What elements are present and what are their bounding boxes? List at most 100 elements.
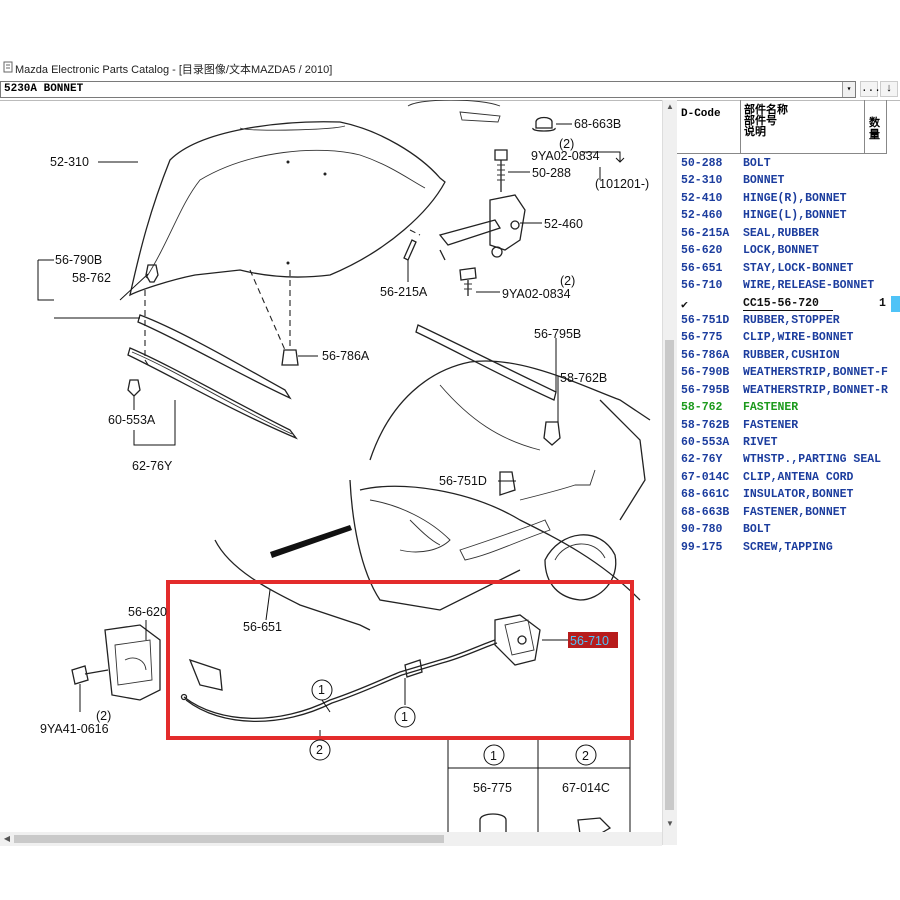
fastener-58-762B xyxy=(543,421,561,446)
label-58-762[interactable]: 58-762 xyxy=(72,271,111,285)
row-part-name: RIVET xyxy=(743,436,778,449)
row-dcode: 90-780 xyxy=(681,523,723,537)
title-bar: Mazda Electronic Parts Catalog - [目录图像/文… xyxy=(0,58,900,78)
column-header-qty[interactable]: 数量 xyxy=(865,100,887,154)
legend-67-014C[interactable]: 67-014C xyxy=(562,781,610,795)
row-dcode: 68-661C xyxy=(681,488,730,502)
row-qty-selection[interactable] xyxy=(891,295,900,312)
scroll-thumb[interactable] xyxy=(665,340,674,810)
label-56-790B[interactable]: 56-790B xyxy=(55,253,102,267)
label-62-76Y[interactable]: 62-76Y xyxy=(132,459,173,473)
window-title: Mazda Electronic Parts Catalog - [目录图像/文… xyxy=(15,64,333,76)
label-9YA02-0834-b[interactable]: 9YA02-0834 xyxy=(502,287,571,301)
table-row[interactable]: 56-795B WEATHERSTRIP,BONNET-R xyxy=(677,383,900,400)
diagram-vertical-scrollbar[interactable]: ▲ ▼ xyxy=(662,100,677,845)
toolbar: 5230A BONNET ▾ ... ↓ xyxy=(0,80,900,101)
browse-button[interactable]: ... xyxy=(860,81,881,97)
column-header-dcode[interactable]: D-Code xyxy=(677,100,741,154)
table-row[interactable]: 56-215A SEAL,RUBBER xyxy=(677,226,900,243)
row-part-name: BONNET xyxy=(743,174,785,188)
label-101201: (101201-) xyxy=(595,177,649,191)
label-56-795B[interactable]: 56-795B xyxy=(534,327,581,341)
label-9YA41-0616[interactable]: 9YA41-0616 xyxy=(40,722,109,736)
label-56-710-selected[interactable]: 56-710 xyxy=(570,634,609,648)
label-50-288[interactable]: 50-288 xyxy=(532,166,571,180)
row-part-name: WEATHERSTRIP,BONNET-R xyxy=(743,383,888,397)
selected-label-bg xyxy=(568,632,618,648)
row-part-name: LOCK,BONNET xyxy=(743,244,819,258)
bonnet-drawing xyxy=(129,121,446,297)
row-part-name: FASTENER xyxy=(743,401,799,415)
label-58-762B[interactable]: 58-762B xyxy=(560,371,607,385)
download-button[interactable]: ↓ xyxy=(880,81,898,97)
label-56-786A[interactable]: 56-786A xyxy=(322,349,370,363)
row-dcode: 62-76Y xyxy=(681,453,723,467)
label-52-310[interactable]: 52-310 xyxy=(50,155,89,169)
rubber-cushion xyxy=(281,349,299,366)
row-dcode: 56-795B xyxy=(681,383,730,397)
parts-diagram[interactable]: .ln{fill:none;stroke:#222;stroke-width:1… xyxy=(0,99,662,845)
row-qty: 1 xyxy=(879,296,886,310)
label-52-460[interactable]: 52-460 xyxy=(544,217,583,231)
row-dcode: 52-310 xyxy=(681,174,723,188)
seal-rubber xyxy=(403,239,417,261)
label-60-553A[interactable]: 60-553A xyxy=(108,413,156,427)
row-dcode: 99-175 xyxy=(681,540,723,554)
scroll-thumb-horizontal[interactable] xyxy=(14,835,444,843)
section-select-value: 5230A BONNET xyxy=(4,83,84,95)
row-part-name: WEATHERSTRIP,BONNET-F xyxy=(743,366,888,380)
header-line: 部件名称 xyxy=(744,105,788,117)
row-dcode: 52-410 xyxy=(681,191,723,205)
label-56-620[interactable]: 56-620 xyxy=(128,605,167,619)
callout-circle-1a xyxy=(311,679,333,701)
leader-clip-1a xyxy=(321,699,331,713)
label-56-215A[interactable]: 56-215A xyxy=(380,285,428,299)
label-9YA02-0834-a[interactable]: 9YA02-0834 xyxy=(531,149,600,163)
label-68-663B[interactable]: 68-663B xyxy=(574,117,621,131)
label-56-651[interactable]: 56-651 xyxy=(243,620,282,634)
chevron-down-icon[interactable]: ▾ xyxy=(842,82,855,97)
row-part-name: CLIP,ANTENA CORD xyxy=(743,470,854,484)
section-select[interactable]: 5230A BONNET ▾ xyxy=(0,81,856,98)
table-row[interactable]: 58-762 FASTENER xyxy=(677,400,900,417)
scroll-left-icon[interactable]: ◀ xyxy=(3,834,11,843)
column-header-part-name[interactable]: 部件名称 部件号 说明 xyxy=(741,100,865,154)
row-dcode: 56-215A xyxy=(681,226,730,240)
row-dcode: 58-762 xyxy=(681,401,723,415)
row-part-name: RUBBER,STOPPER xyxy=(743,313,840,327)
label-qty-2b: (2) xyxy=(560,274,575,288)
row-part-name: SEAL,RUBBER xyxy=(743,226,819,240)
legend-num-2: 2 xyxy=(582,749,589,763)
row-part-name: FASTENER,BONNET xyxy=(743,505,847,519)
row-dcode: 56-775 xyxy=(681,331,723,345)
legend-56-775[interactable]: 56-775 xyxy=(473,781,512,795)
callout-1a: 1 xyxy=(318,683,325,697)
table-row[interactable]: 52-310 BONNET xyxy=(677,173,900,190)
label-56-751D[interactable]: 56-751D xyxy=(439,474,487,488)
scroll-down-icon[interactable]: ▼ xyxy=(666,819,674,828)
app-icon xyxy=(3,61,13,73)
diagram-horizontal-scrollbar[interactable]: ◀ xyxy=(0,832,662,846)
scroll-up-icon[interactable]: ▲ xyxy=(666,102,674,111)
